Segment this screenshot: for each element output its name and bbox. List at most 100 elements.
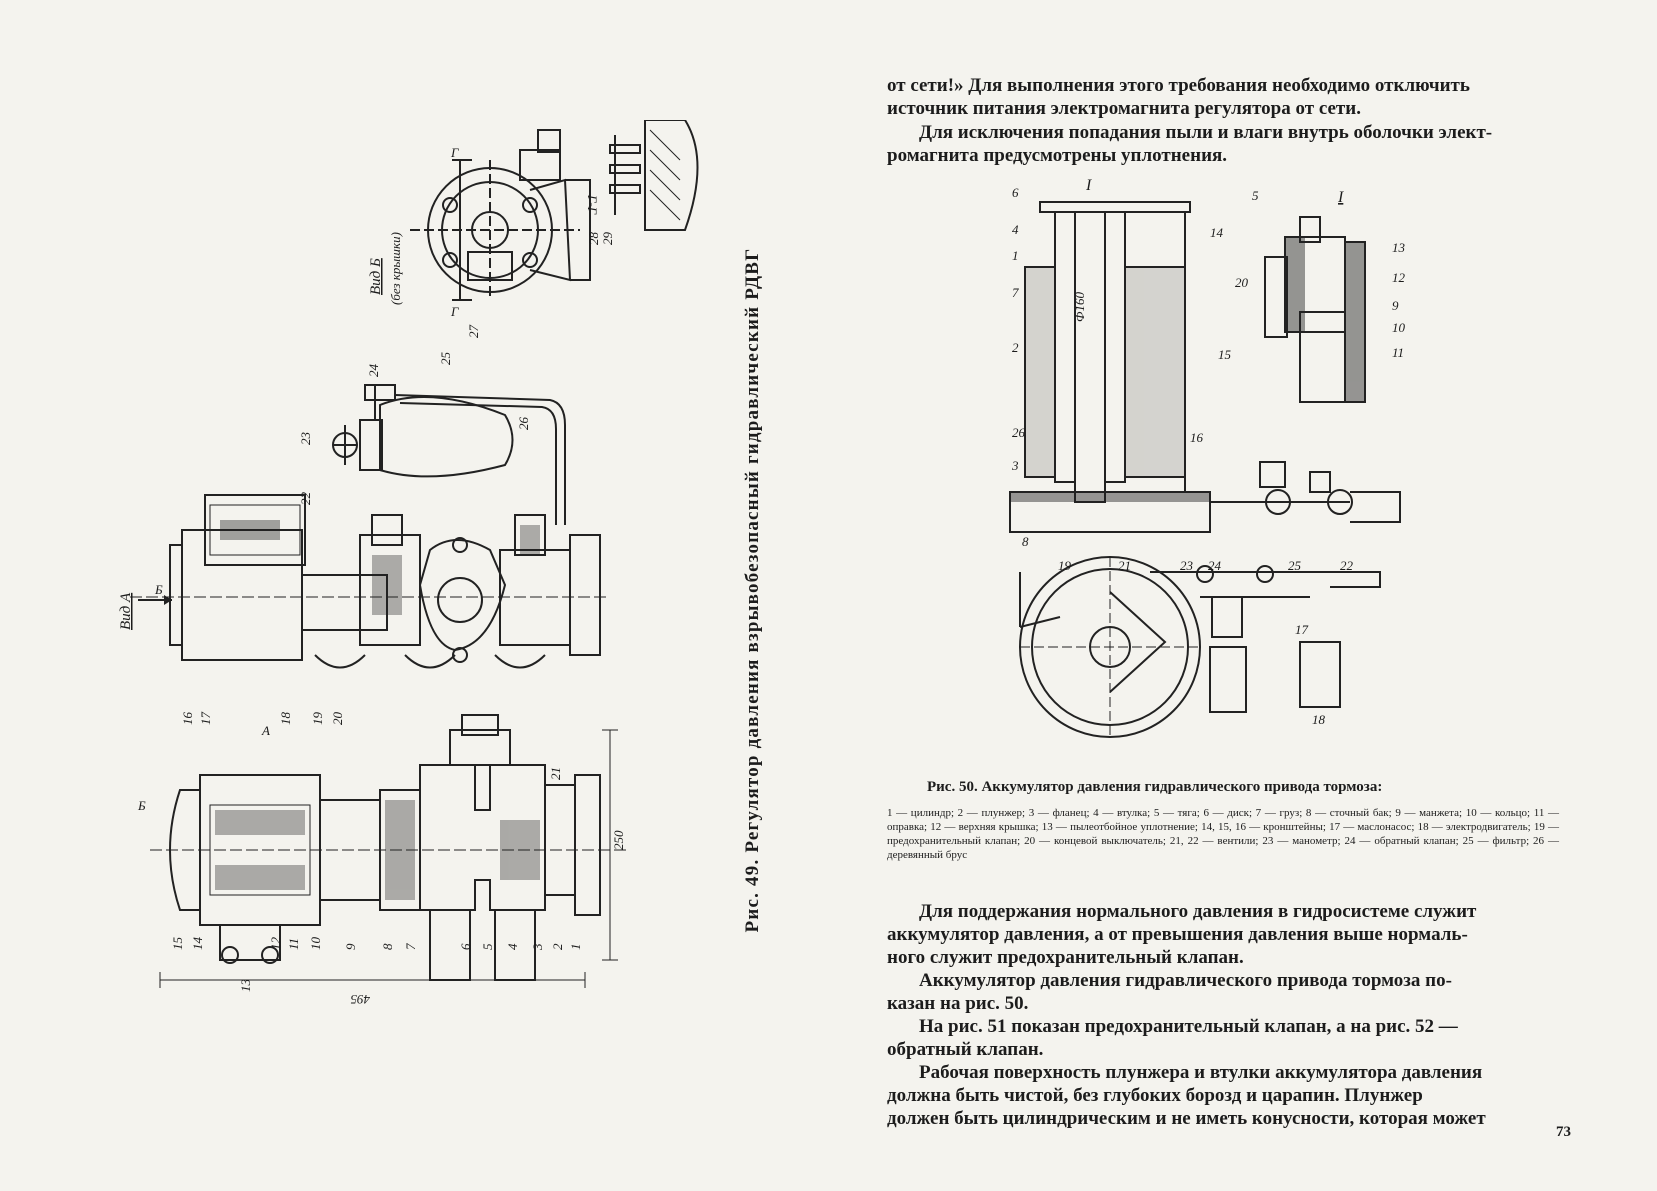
fig50-callout-4: 4 [1012, 222, 1019, 237]
view-a-label: Вид А [118, 592, 134, 630]
paragraph-3: Для поддержания нормального давления в г… [887, 900, 1557, 969]
callout-4: 4 [505, 943, 520, 950]
para6-line1: Рабочая поверхность плунжера и втулки ак… [919, 1062, 1483, 1083]
callout-13: 13 [238, 979, 253, 993]
section-mark-top: Г [450, 145, 459, 160]
fig50-callout-5: 5 [1252, 188, 1259, 203]
detail-label-I: I [1337, 189, 1344, 206]
paragraph-4: Аккумулятор давления гидравлического при… [887, 969, 1557, 1015]
callout-9: 9 [343, 943, 358, 950]
left-page: Г Г Г-Г 27 28 29 Вид Б (без крышки) [0, 0, 810, 1191]
fig50-callout-9: 9 [1392, 298, 1399, 313]
para4-line2: казан на рис. 50. [887, 993, 1029, 1014]
fig50-callout-24: 24 [1208, 558, 1222, 573]
figure-49-elevation: 24 25 23 22 26 [130, 352, 610, 669]
figure-49-caption-text: Рис. 49. Регулятор давления взрывобезопа… [742, 247, 763, 933]
fig50-callout-21: 21 [1118, 558, 1131, 573]
callout-10: 10 [308, 937, 323, 951]
fig50-callout-17: 17 [1295, 622, 1309, 637]
callout-17: 17 [198, 712, 213, 726]
figure-50-title: Рис. 50. Аккумулятор давления гидравличе… [927, 779, 1383, 795]
fig50-callout-11: 11 [1392, 345, 1404, 360]
callout-11: 11 [286, 938, 301, 950]
fig50-callout-14: 14 [1210, 225, 1224, 240]
fig50-callout-8: 8 [1022, 534, 1029, 549]
para2-line2: ромагнита предусмотрены уплотнения. [887, 145, 1228, 166]
callout-20: 20 [330, 712, 345, 726]
fig50-label-I: I [1085, 177, 1092, 194]
paragraph-2: Для исключения попадания пыли и влаги вн… [887, 121, 1557, 167]
callout-15: 15 [170, 937, 185, 951]
callout-7: 7 [403, 943, 418, 950]
callout-16: 16 [180, 712, 195, 726]
callout-1: 1 [568, 944, 583, 951]
fig50-callout-25: 25 [1288, 558, 1302, 573]
callout-2: 2 [550, 943, 565, 950]
fig50-callout-1: 1 [1012, 248, 1019, 263]
view-a-arrow: Вид А Б [118, 582, 172, 630]
para4-line1: Аккумулятор давления гидравлического при… [919, 970, 1452, 991]
figure-50: Ф160 I I 6 4 1 7 2 26 3 8 5 14 20 15 16 … [1009, 177, 1406, 738]
para3-line3: ного служит предохранительный клапан. [887, 947, 1244, 968]
callout-22: 22 [298, 492, 313, 506]
fig50-callout-6: 6 [1012, 185, 1019, 200]
paragraph-5: На рис. 51 показан предохранительный кла… [887, 1015, 1557, 1061]
dimension-width: 495 [350, 992, 370, 1007]
fig50-callout-16: 16 [1190, 430, 1204, 445]
fig50-callout-12: 12 [1392, 270, 1406, 285]
figure-49-caption: Рис. 49. Регулятор давления взрывобезопа… [733, 248, 773, 933]
callout-24: 24 [366, 364, 381, 378]
paragraph-6: Рабочая поверхность плунжера и втулки ак… [887, 1061, 1557, 1130]
fig50-callout-20: 20 [1235, 275, 1249, 290]
view-b-title: Вид Б [368, 258, 384, 295]
fig50-callout-10: 10 [1392, 320, 1406, 335]
para3-line2: аккумулятор давления, а от превышения да… [887, 924, 1468, 945]
para6-line2: должна быть чистой, без глубоких борозд … [887, 1085, 1423, 1106]
callout-19: 19 [310, 712, 325, 726]
fig50-callout-19: 19 [1058, 558, 1072, 573]
figure-49-section: 495 250 Б А 16 17 18 19 20 21 1 2 3 4 5 … [137, 712, 630, 1007]
para5-line2: обратный клапан. [887, 1039, 1044, 1060]
fig50-callout-22: 22 [1340, 558, 1354, 573]
callout-26: 26 [516, 417, 531, 431]
section-label-gg: Г-Г [585, 194, 600, 215]
callout-25: 25 [438, 352, 453, 366]
page-number: 73 [1556, 1124, 1571, 1140]
para1-line2: источник питания электромагнита регулято… [887, 98, 1361, 119]
section-mark-bottom: Г [450, 304, 459, 319]
arrow-a-bottom: А [261, 723, 270, 738]
callout-5: 5 [480, 943, 495, 950]
callout-14: 14 [190, 937, 205, 951]
fig50-callout-26: 26 [1012, 425, 1026, 440]
callout-23: 23 [298, 432, 313, 446]
fig50-callout-13: 13 [1392, 240, 1406, 255]
dimension-phi160: Ф160 [1072, 292, 1087, 322]
figure-49-view-b: Г Г Г-Г 27 28 29 [410, 120, 699, 339]
callout-27: 27 [466, 325, 481, 339]
view-b-note: (без крышки) [388, 232, 403, 305]
fig50-callout-15: 15 [1218, 347, 1232, 362]
fig50-callout-3: 3 [1011, 458, 1019, 473]
callout-18: 18 [278, 712, 293, 726]
callout-6: 6 [458, 943, 473, 950]
paragraph-1: от сети!» Для выполнения этого требовани… [887, 74, 1557, 120]
callout-28: 28 [586, 232, 601, 246]
callout-8: 8 [380, 943, 395, 950]
dimension-height: 250 [611, 830, 626, 850]
fig50-callout-2: 2 [1012, 340, 1019, 355]
callout-29: 29 [600, 232, 615, 246]
para6-line3: должен быть цилиндрическим и не иметь ко… [887, 1108, 1486, 1129]
callout-12: 12 [268, 937, 283, 951]
view-b-label: Вид Б (без крышки) [368, 232, 403, 305]
fig50-callout-7: 7 [1012, 285, 1019, 300]
arrow-b-bottom: Б [137, 798, 146, 813]
para2-line1: Для исключения попадания пыли и влаги вн… [919, 122, 1493, 143]
para5-line1: На рис. 51 показан предохранительный кла… [919, 1016, 1458, 1037]
para3-line1: Для поддержания нормального давления в г… [919, 901, 1477, 922]
callout-21: 21 [548, 767, 563, 780]
figure-50-legend: 1 — цилиндр; 2 — плунжер; 3 — фланец; 4 … [887, 807, 1559, 861]
callout-3: 3 [530, 943, 545, 951]
fig50-callout-18: 18 [1312, 712, 1326, 727]
para1-line1: от сети!» Для выполнения этого требовани… [887, 75, 1470, 96]
